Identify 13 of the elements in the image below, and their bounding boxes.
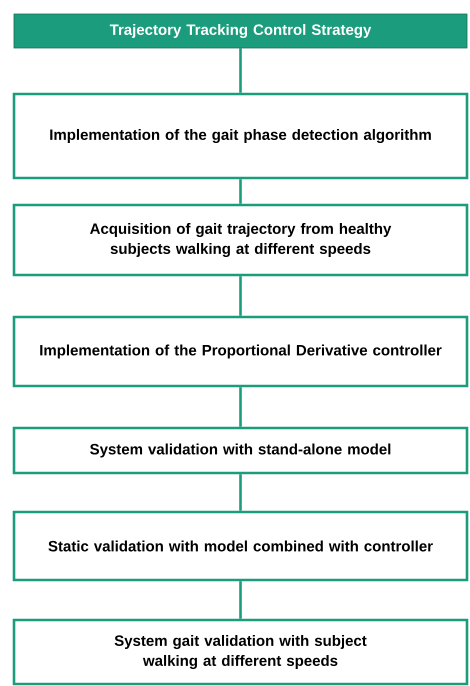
process-box: Static validation with model combined with controller	[12, 510, 468, 582]
connector-line	[239, 474, 242, 511]
title-box: Trajectory Tracking Control Strategy	[14, 14, 468, 48]
process-box: Acquisition of gait trajectory from healthy subjects walking at different speeds	[12, 204, 468, 276]
connector-line	[239, 387, 242, 427]
process-box: Implementation of the Proportional Derivative controller	[12, 316, 468, 388]
connector-line	[239, 48, 242, 93]
process-box: System gait validation with subject walking at different speeds	[12, 618, 468, 686]
connector-line	[239, 581, 242, 619]
process-box: Implementation of the gait phase detection algorithm	[12, 92, 468, 180]
process-box: System validation with stand-alone model	[12, 426, 468, 474]
connector-line	[239, 179, 242, 204]
connector-line	[239, 276, 242, 316]
